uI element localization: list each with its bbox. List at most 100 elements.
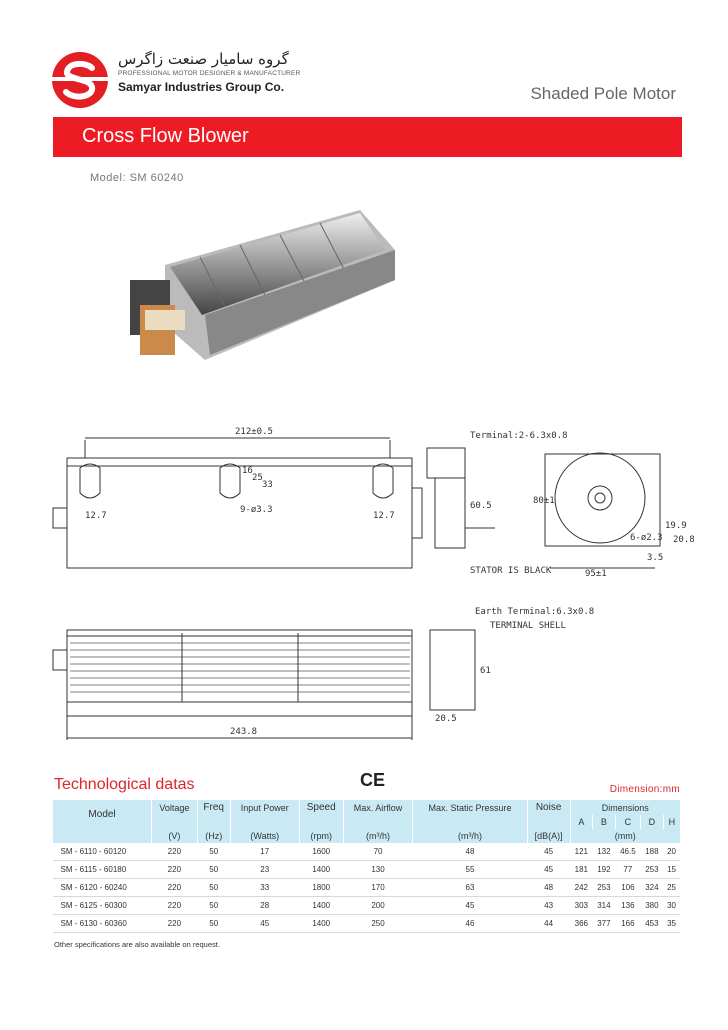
table-cell: 33	[230, 878, 300, 897]
table-cell: 50	[197, 896, 231, 915]
dim-top-length: 212±0.5	[235, 427, 273, 437]
table-cell: 77	[615, 860, 641, 879]
dim-bottom-depth: 20.5	[435, 714, 457, 724]
ce-mark-icon: CE	[360, 770, 386, 790]
dim-end-height: 80±1	[533, 496, 555, 506]
unit-voltage: (V)	[151, 829, 198, 843]
table-cell: 48	[412, 843, 528, 861]
dim-side-height: 60.5	[470, 501, 492, 511]
table-cell: 44	[527, 914, 571, 933]
table-cell: SM - 6125 - 60300	[52, 896, 152, 915]
table-cell: 192	[592, 860, 616, 879]
table-cell: 253	[592, 878, 616, 897]
table-cell: 50	[197, 878, 231, 897]
dim-end-b: 20.8	[673, 535, 695, 545]
dim-end-a: 19.9	[665, 521, 687, 531]
table-cell: 220	[151, 896, 198, 915]
col-voltage: Voltage	[151, 800, 198, 815]
table-cell: 132	[592, 843, 616, 861]
tech-section-title: Technological datas	[54, 776, 195, 793]
dim-right-edge: 12.7	[373, 511, 395, 521]
table-cell: SM - 6110 - 60120	[52, 843, 152, 861]
brand-english-name: Samyar Industries Group Co.	[118, 80, 285, 94]
table-cell: 23	[230, 860, 300, 879]
table-cell: 50	[197, 914, 231, 933]
technical-drawing: 212±0.5 16 25 33 9-ø3.3 12.7 12.7 Termin…	[52, 427, 695, 740]
unit-pressure: (m³/h)	[412, 829, 528, 843]
table-cell: 188	[640, 843, 664, 861]
table-cell: 181	[570, 860, 593, 879]
stator-note: STATOR IS BLACK	[470, 566, 552, 576]
unit-freq: (Hz)	[196, 829, 231, 843]
unit-input-power: (Watts)	[229, 829, 300, 843]
col-dimensions: Dimensions	[569, 800, 680, 815]
unit-noise: [dB(A)]	[526, 829, 571, 843]
product-photo	[130, 210, 395, 360]
table-cell: 106	[615, 878, 641, 897]
table-cell: 366	[570, 914, 593, 933]
table-cell: 220	[151, 914, 198, 933]
table-cell: 17	[230, 843, 300, 861]
table-cell: 253	[640, 860, 664, 879]
table-cell: 220	[151, 860, 198, 879]
table-cell: 1600	[299, 843, 344, 861]
table-cell: 453	[640, 914, 664, 933]
table-cell: 303	[570, 896, 593, 915]
dim-holes: 9-ø3.3	[240, 505, 273, 515]
dim-end-holes: 6-ø2.3	[630, 533, 663, 543]
terminal-shell-label: TERMINAL SHELL	[490, 621, 566, 631]
table-cell: 380	[640, 896, 664, 915]
table-cell: 15	[663, 860, 680, 879]
table-cell: SM - 6115 - 60180	[52, 860, 152, 879]
table-cell: 130	[343, 860, 413, 879]
table-cell: 45	[527, 860, 571, 879]
table-cell: 43	[527, 896, 571, 915]
model-label: Model: SM 60240	[90, 172, 184, 184]
table-cell: 166	[615, 914, 641, 933]
brand-tagline: PROFESSIONAL MOTOR DESIGNER & MANUFACTUR…	[118, 70, 301, 77]
table-cell: 121	[570, 843, 593, 861]
table-cell: 45	[230, 914, 300, 933]
dim-end-small: 3.5	[647, 553, 663, 563]
table-cell: 170	[343, 878, 413, 897]
brand-persian-name: گروه سامیار صنعت زاگرس	[118, 50, 289, 68]
earth-terminal-label: Earth Terminal:6.3x0.8	[475, 607, 594, 617]
dim-slot-2: 25	[252, 473, 263, 483]
dim-end-width: 95±1	[585, 569, 607, 579]
table-cell: 324	[640, 878, 664, 897]
table-cell: 1400	[299, 896, 344, 915]
table-cell: 200	[343, 896, 413, 915]
col-airflow: Max. Airflow	[342, 800, 413, 815]
table-cell: 25	[663, 878, 680, 897]
col-model: Model	[51, 800, 152, 829]
table-cell: 220	[151, 878, 198, 897]
col-dim-b: B	[592, 815, 616, 829]
table-cell: 314	[592, 896, 616, 915]
table-cell: 70	[343, 843, 413, 861]
table-cell: 45	[527, 843, 571, 861]
table-cell: SM - 6130 - 60360	[52, 914, 152, 933]
table-cell: 45	[412, 896, 528, 915]
dim-left-edge: 12.7	[85, 511, 107, 521]
col-noise: Noise	[526, 800, 571, 815]
unit-airflow: (m³/h)	[342, 829, 413, 843]
banner-title: Cross Flow Blower	[82, 125, 249, 147]
col-input-power: Input Power	[229, 800, 300, 815]
product-category: Shaded Pole Motor	[530, 84, 676, 103]
table-cell: 63	[412, 878, 528, 897]
dim-bottom-height: 61	[480, 666, 491, 676]
col-speed: Speed	[298, 800, 344, 815]
col-dim-d: D	[640, 815, 664, 829]
table-cell: 46.5	[615, 843, 641, 861]
dim-bottom-length: 243.8	[230, 727, 257, 737]
table-cell: 50	[197, 860, 231, 879]
table-cell: 28	[230, 896, 300, 915]
table-cell: 20	[663, 843, 680, 861]
col-freq: Freq	[196, 800, 231, 815]
table-cell: 55	[412, 860, 528, 879]
table-cell: 46	[412, 914, 528, 933]
